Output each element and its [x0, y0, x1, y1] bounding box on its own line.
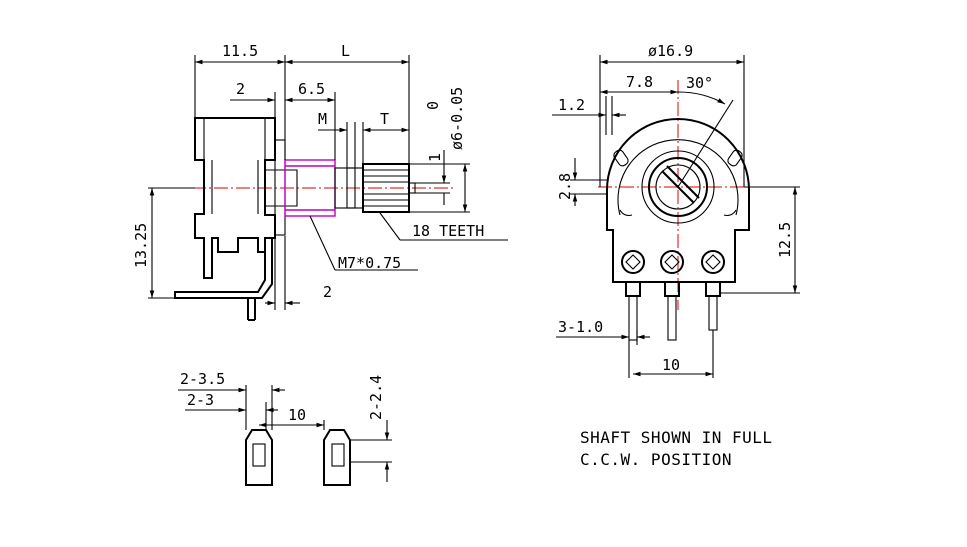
dim-pin-side: 2-2.4: [367, 375, 385, 420]
dim-one: 1: [426, 153, 444, 162]
side-body: [174, 117, 298, 321]
side-dimensions: [148, 55, 508, 310]
dim-pin-offset: 2: [323, 283, 332, 301]
dim-front-offset: 7.8: [626, 73, 653, 91]
label-thread: M7*0.75: [338, 254, 401, 272]
dim-body-width: 11.5: [222, 42, 258, 60]
dim-front-pins: 3-1.0: [558, 318, 603, 336]
label-teeth: 18 TEETH: [412, 222, 484, 240]
dim-tol-zero: 0: [424, 101, 442, 110]
dim-pin-a: 2-3.5: [180, 370, 225, 388]
dim-flange: 2: [236, 80, 245, 98]
dim-front-angle: 30°: [686, 74, 713, 92]
front-terminals: [621, 250, 725, 341]
dim-pin-b: 2-3: [187, 391, 214, 409]
dim-front-pitch: 10: [662, 356, 680, 374]
side-shaft: [334, 163, 416, 213]
dim-front-height: 12.5: [776, 222, 794, 258]
pin-right: [323, 429, 351, 486]
front-view: ø16.9 7.8 30° 1.2 2.8 12.5 3-1.0 10: [552, 42, 800, 378]
note-line-2: C.C.W. POSITION: [580, 450, 732, 469]
note-line-1: SHAFT SHOWN IN FULL: [580, 428, 773, 447]
dim-front-slot: 1.2: [558, 96, 585, 114]
dim-bushing: 6.5: [298, 80, 325, 98]
side-view: 11.5 L 2 6.5 M T 0 ø6-0.05 1 13.25 2 18 …: [132, 42, 508, 321]
dim-shaft-dia: ø6-0.05: [448, 87, 466, 150]
pin-left: [245, 429, 273, 486]
note: SHAFT SHOWN IN FULL C.C.W. POSITION: [580, 428, 773, 469]
dim-m: M: [318, 110, 327, 128]
front-body: [606, 118, 750, 283]
dim-side-height: 13.25: [132, 223, 150, 268]
dim-front-slot-h: 2.8: [556, 173, 574, 200]
front-dimensions: [552, 55, 800, 378]
dim-front-dia: ø16.9: [648, 42, 693, 60]
dim-shaft-length: L: [341, 42, 350, 60]
pin-detail: 2-3.5 2-3 10 2-2.4: [178, 370, 392, 486]
dim-t: T: [380, 110, 389, 128]
dim-pin-pitch: 10: [288, 406, 306, 424]
